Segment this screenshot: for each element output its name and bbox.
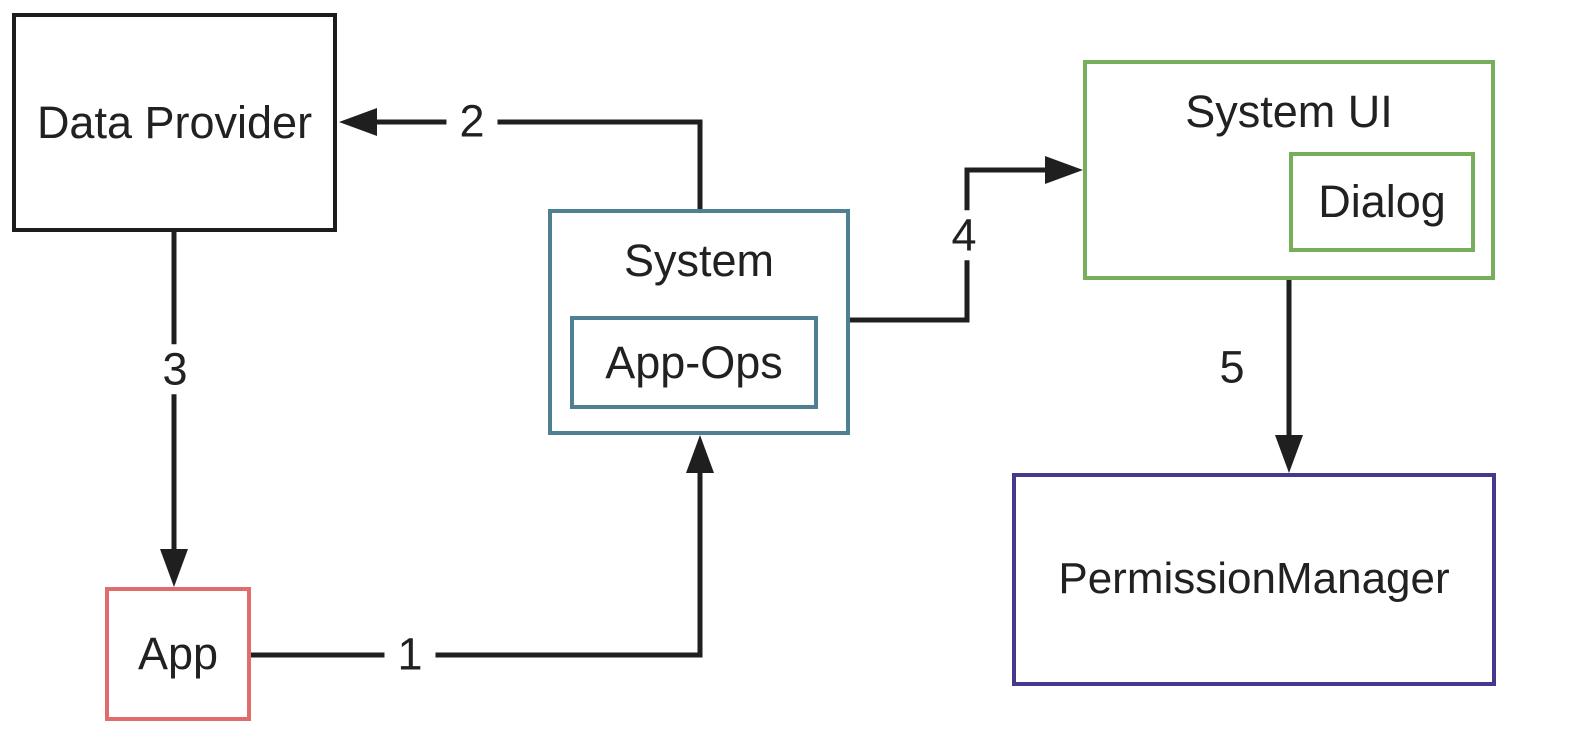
edge-3-label: 3 [149,344,201,394]
node-system-label: System [623,235,775,286]
edge-2-label: 2 [446,96,498,146]
node-app-ops: App-Ops [570,316,818,409]
edge-5-label: 5 [1219,341,1245,393]
node-system: System App-Ops [548,209,850,435]
node-app-label: App [137,628,219,680]
edge-4-arrowhead-icon [1045,156,1083,184]
node-data-provider-label: Data Provider [36,96,313,148]
edge-2-arrowhead-icon [339,108,377,136]
edge-4-label: 4 [938,210,990,260]
edge-2-line [372,119,703,209]
edge-5-arrowhead-icon [1275,435,1303,473]
edge-1-line [251,468,703,658]
node-system-ui-label: System UI [1185,86,1393,137]
node-app: App [105,587,251,721]
edge-1-arrowhead-icon [686,435,714,473]
edge-3-arrowhead-icon [160,549,188,587]
node-permission-manager: PermissionManager [1012,473,1496,686]
node-system-ui: System UI Dialog [1083,60,1495,280]
node-data-provider: Data Provider [12,13,337,232]
node-dialog: Dialog [1289,152,1475,252]
edge-1-label: 1 [384,629,436,679]
node-app-ops-label: App-Ops [605,336,783,388]
node-permission-manager-label: PermissionManager [1058,554,1450,604]
node-dialog-label: Dialog [1318,176,1446,228]
